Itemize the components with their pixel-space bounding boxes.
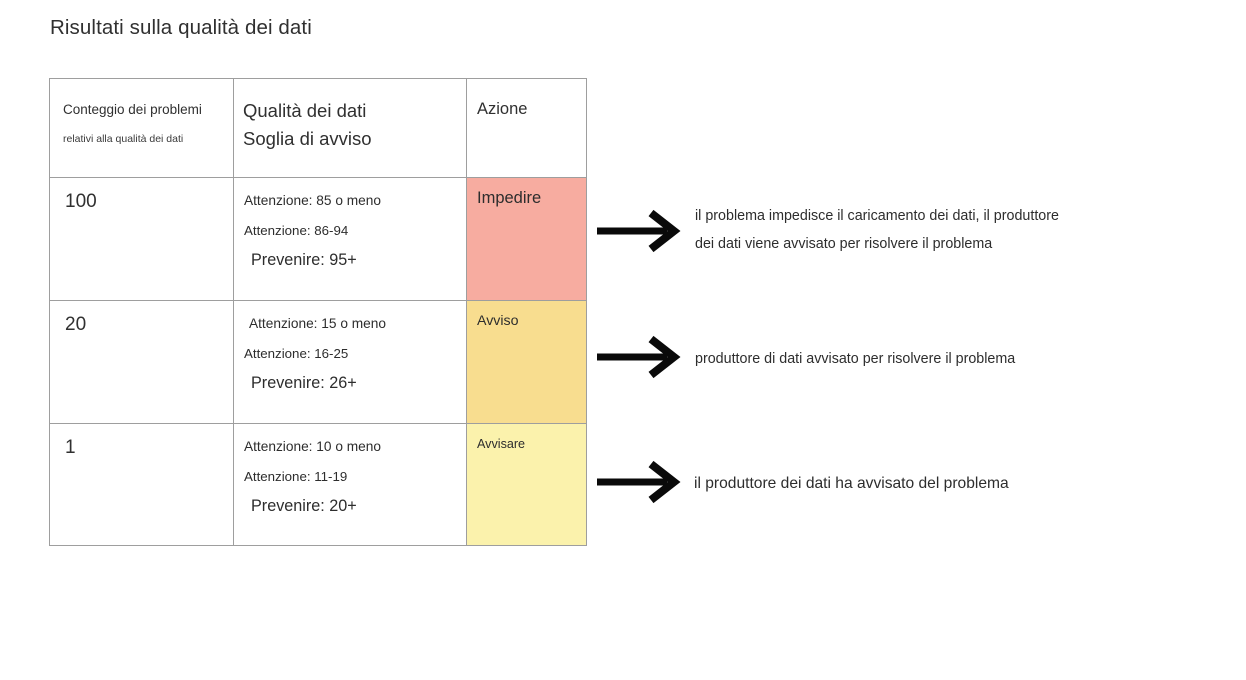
action-badge-block: Impedire	[467, 178, 586, 300]
table-row: 20 Attenzione: 15 o meno Attenzione: 16-…	[49, 300, 587, 424]
header-cell-action: Azione	[466, 78, 587, 178]
header-quality-line-1: Qualità dei dati	[243, 100, 367, 121]
cell-quality-rules: Attenzione: 15 o meno Attenzione: 16-25 …	[233, 300, 467, 424]
cell-issue-count: 20	[49, 300, 234, 424]
rule-warn-range: Attenzione: 16-25	[244, 346, 349, 362]
cell-action: Impedire	[466, 177, 587, 301]
header-quality-line-2: Soglia di avviso	[243, 127, 372, 149]
rule-prevent: Prevenire: 20+	[251, 497, 357, 516]
arrow-right-icon	[597, 460, 681, 504]
annotation-line-1: il produttore dei dati ha avvisato del p…	[694, 475, 1009, 492]
rule-prevent: Prevenire: 26+	[251, 374, 357, 393]
annotation-text: il problema impedisce il caricamento dei…	[695, 203, 1059, 259]
cell-quality-rules: Attenzione: 85 o meno Attenzione: 86-94 …	[233, 177, 467, 301]
cell-issue-count: 1	[49, 423, 234, 546]
annotation-line-1: produttore di dati avvisato per risolver…	[695, 351, 1016, 367]
rule-warn-low: Attenzione: 15 o meno	[249, 316, 386, 331]
rule-prevent: Prevenire: 95+	[251, 251, 357, 270]
cell-quality-rules: Attenzione: 10 o meno Attenzione: 11-19 …	[233, 423, 467, 546]
header-action-label: Azione	[477, 100, 528, 118]
rule-warn-range: Attenzione: 11-19	[244, 469, 348, 485]
issue-count-value: 1	[65, 437, 76, 458]
annotation-text: il produttore dei dati ha avvisato del p…	[694, 469, 1009, 499]
annotation-line-2: dei dati viene avvisato per risolvere il…	[695, 235, 993, 252]
header-issue-count-main: Conteggio dei problemi	[63, 102, 202, 117]
action-badge-notify: Avvisare	[467, 424, 586, 545]
rule-warn-range: Attenzione: 86-94	[244, 223, 349, 239]
action-label: Impedire	[477, 189, 542, 207]
action-label: Avvisare	[477, 437, 526, 451]
annotation-line-1: il problema impedisce il caricamento dei…	[695, 208, 1059, 224]
cell-action: Avvisare	[466, 423, 587, 546]
arrow-right-icon	[597, 209, 681, 253]
header-cell-issue-count: Conteggio dei problemi relativi alla qua…	[49, 78, 234, 178]
annotation-block: produttore di dati avvisato per risolver…	[595, 333, 1155, 393]
action-label: Avviso	[477, 313, 519, 329]
header-cell-quality-threshold: Qualità dei dati Soglia di avviso	[233, 78, 467, 178]
annotation-block: il problema impedisce il caricamento dei…	[595, 207, 1155, 267]
rule-warn-low: Attenzione: 10 o meno	[244, 439, 381, 454]
cell-action: Avviso	[466, 300, 587, 424]
annotation-text: produttore di dati avvisato per risolver…	[695, 346, 1015, 374]
annotation-block: il produttore dei dati ha avvisato del p…	[595, 458, 1155, 518]
arrow-right-icon	[597, 335, 681, 379]
cell-issue-count: 100	[49, 177, 234, 301]
action-badge-warn: Avviso	[467, 301, 586, 423]
data-quality-threshold-table: Conteggio dei problemi relativi alla qua…	[49, 78, 587, 546]
header-issue-count-sub: relativi alla qualità dei dati	[63, 132, 184, 145]
table-header-row: Conteggio dei problemi relativi alla qua…	[49, 78, 587, 178]
issue-count-value: 100	[65, 191, 97, 212]
table-row: 1 Attenzione: 10 o meno Attenzione: 11-1…	[49, 423, 587, 546]
page-title: Risultati sulla qualità dei dati	[50, 16, 312, 39]
table-row: 100 Attenzione: 85 o meno Attenzione: 86…	[49, 177, 587, 301]
issue-count-value: 20	[65, 314, 87, 335]
rule-warn-low: Attenzione: 85 o meno	[244, 193, 381, 208]
